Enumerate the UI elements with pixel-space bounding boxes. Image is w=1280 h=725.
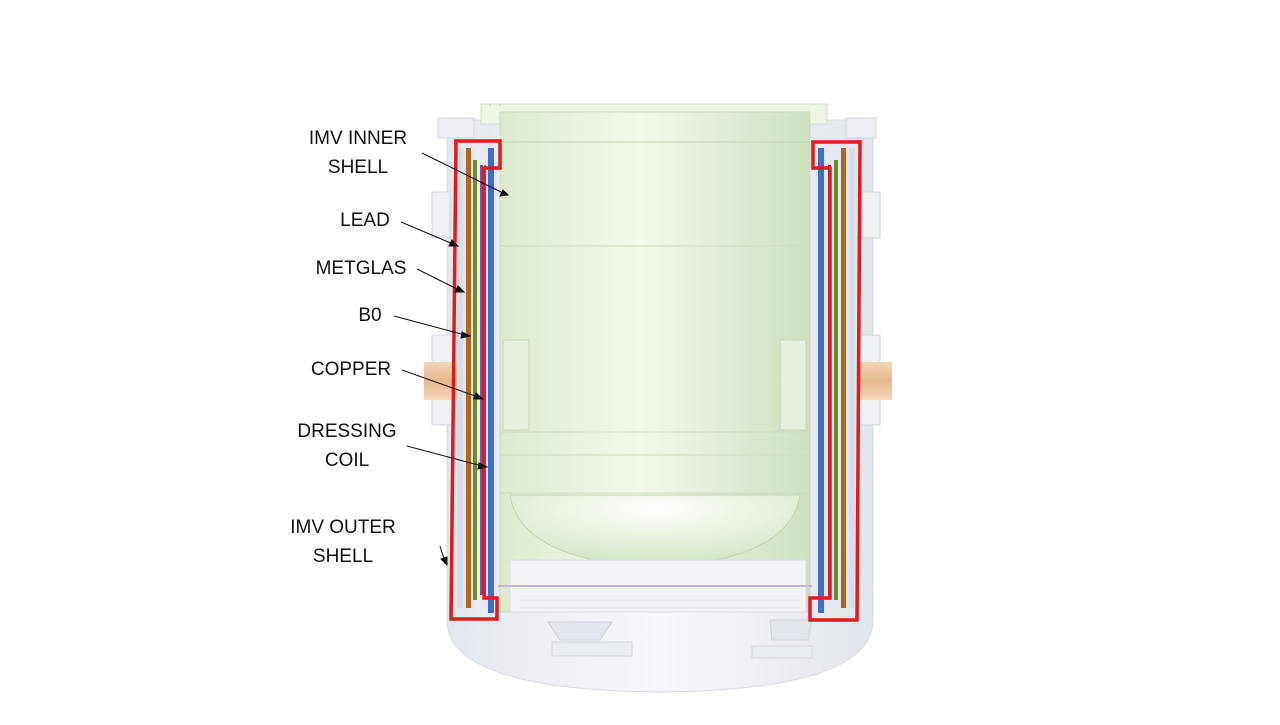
label-lead: LEAD	[340, 210, 390, 231]
label-metglas: METGLAS	[315, 258, 407, 279]
base-fittings	[547, 619, 813, 659]
arrow-copper	[401, 369, 485, 400]
label-imv-inner-shell-line2: SHELL	[327, 157, 389, 178]
imv-inner-vessel	[480, 103, 828, 613]
b0-layer-left	[480, 165, 483, 595]
side-port-right	[858, 362, 892, 400]
highlight-outline-right	[808, 140, 862, 622]
lead-layer-left	[466, 148, 471, 608]
copper-layer-left	[488, 148, 494, 613]
label-imv-outer-shell-line2: SHELL	[312, 546, 374, 567]
metglas-layer-right	[834, 160, 838, 600]
label-copper: COPPER	[310, 359, 392, 380]
arrow-imv-outer-shell	[439, 545, 448, 567]
lead-layer-right	[841, 148, 846, 608]
label-imv-inner-shell-line1: IMV INNER	[308, 128, 408, 149]
shield-layers-left	[457, 148, 494, 613]
shield-layers-right	[818, 148, 855, 613]
arrow-metglas	[416, 268, 466, 293]
highlight-outline-left	[449, 139, 502, 621]
arrow-imv-inner-shell	[421, 152, 510, 197]
arrow-lead	[400, 221, 460, 247]
arrow-dressing-coil	[406, 445, 489, 470]
label-imv-outer-shell-line1: IMV OUTER	[290, 517, 396, 538]
arrow-b0	[393, 315, 472, 339]
label-b0: B0	[358, 305, 382, 326]
label-imv-inner-shell: IMV INNER SHELL	[296, 124, 420, 182]
metglas-layer-left	[473, 160, 477, 600]
label-imv-outer-shell: IMV OUTER SHELL	[278, 513, 408, 571]
copper-layer-right	[818, 148, 824, 613]
label-dressing-coil-line1: DRESSING	[297, 421, 397, 442]
label-dressing-coil-line2: COIL	[324, 450, 370, 471]
label-dressing-coil: DRESSING COIL	[287, 417, 407, 475]
leader-lines	[393, 152, 510, 567]
